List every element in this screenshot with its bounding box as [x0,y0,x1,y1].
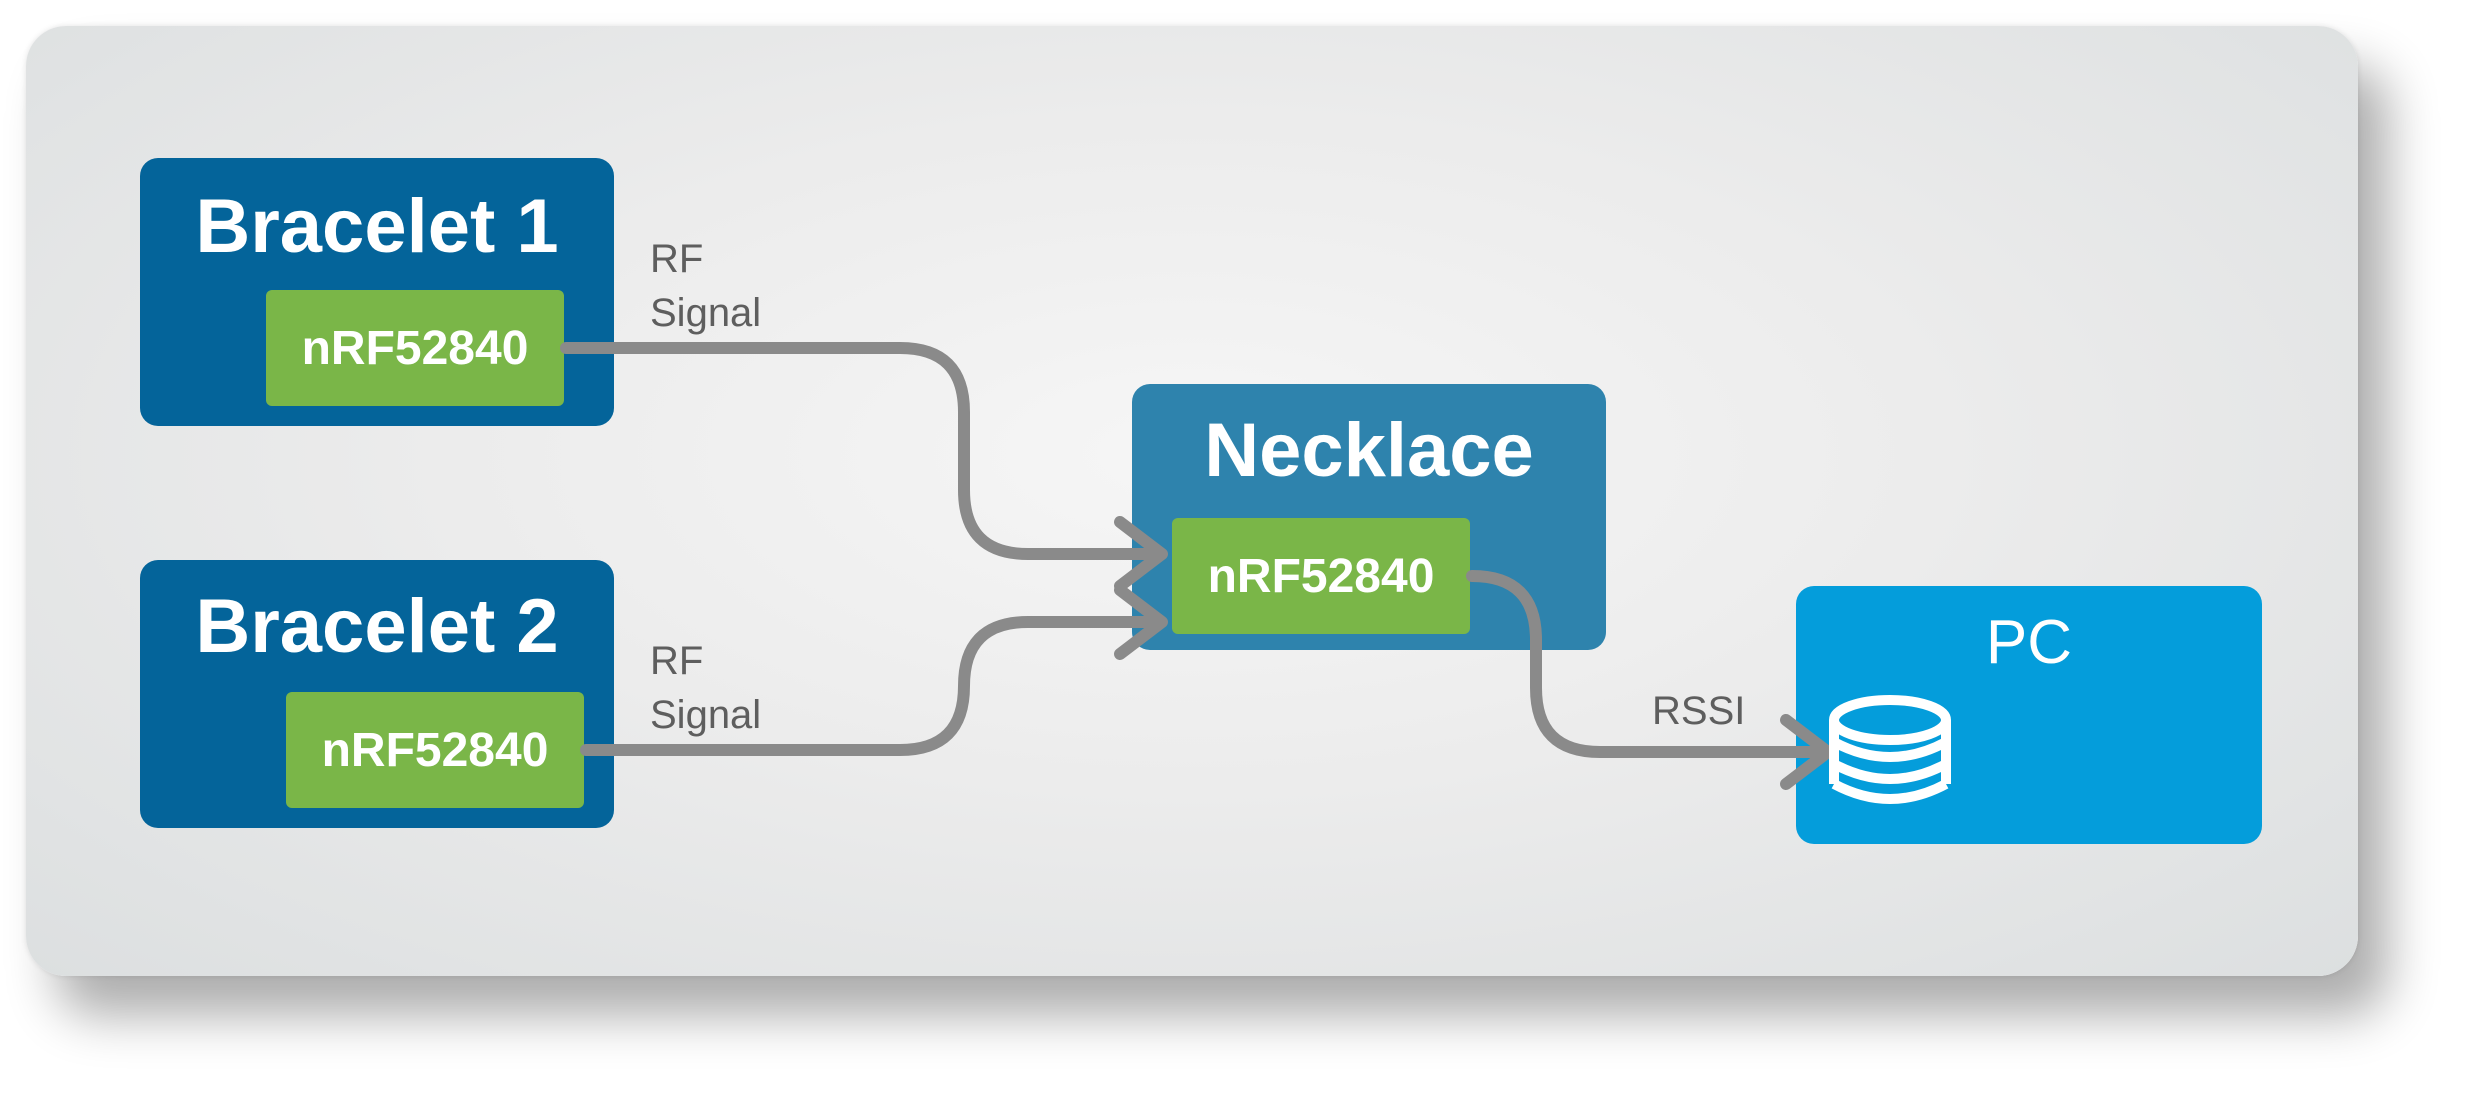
bracelet-2-box: Bracelet 2 nRF52840 [140,560,614,828]
rf-label-line1: RF [650,639,704,683]
pc-box: PC [1796,586,2262,844]
rf-signal-label-2: RF Signal [650,634,761,742]
rf-label-line2: Signal [650,693,762,737]
rssi-label: RSSI [1652,689,1746,733]
bracelet-2-chip: nRF52840 [286,692,584,808]
bracelet-2-title: Bracelet 2 [195,584,559,669]
pc-title: PC [1985,608,2073,677]
necklace-title: Necklace [1204,408,1534,493]
bracelet-1-box: Bracelet 1 nRF52840 [140,158,614,426]
rf-label-line2: Signal [650,291,762,335]
necklace-chip: nRF52840 [1172,518,1470,634]
necklace-box: Necklace nRF52840 [1132,384,1606,650]
rf-label-line1: RF [650,237,704,281]
bracelet-1-chip: nRF52840 [266,290,564,406]
bracelet-1-title: Bracelet 1 [195,184,559,269]
rf-signal-label-1: RF Signal [650,232,761,340]
